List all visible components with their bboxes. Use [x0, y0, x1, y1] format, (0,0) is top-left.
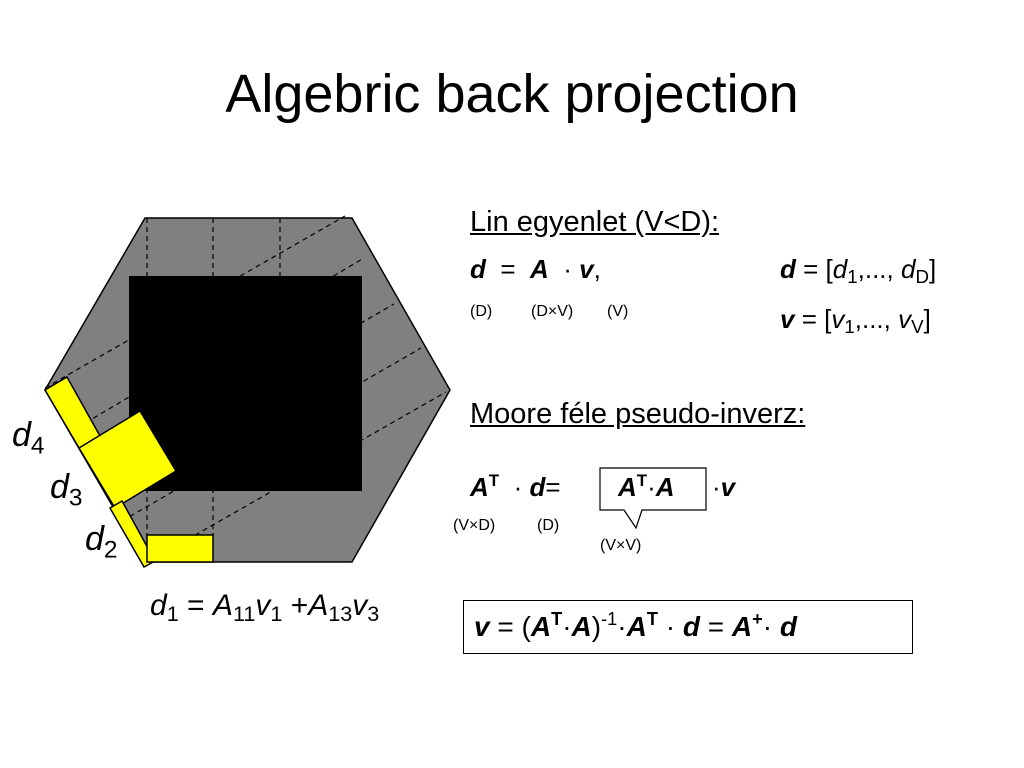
moore-equation-left: AT · d= [470, 470, 561, 502]
moore-dim-left: (V×D) [453, 517, 496, 534]
lin-dim-d: (D) [470, 303, 493, 320]
moore-dim-mid: (D) [537, 517, 560, 534]
lin-equation: d = A · v, [470, 254, 601, 284]
moore-equation-right: ·v [712, 472, 736, 502]
result-equation: v = (AT·A)-1·AT · d = A+· d [474, 609, 797, 642]
object-square [129, 276, 362, 491]
callout-content: AT·A [618, 470, 675, 502]
detector-cell-d3 [77, 409, 178, 510]
detector-cell-d1 [146, 534, 214, 563]
slide-title: Algebric back projection [225, 64, 799, 124]
lin-heading: Lin egyenlet (V<D): [470, 206, 720, 238]
diagonal-ray-2 [69, 257, 365, 433]
result-box [463, 600, 913, 654]
callout-box [599, 467, 707, 530]
lin-dim-v: (V) [607, 303, 629, 320]
detector-label-d4: d4 [12, 416, 45, 460]
lin-dim-A: (D×V) [531, 303, 574, 320]
definition-d: d = [d1,..., dD] [780, 254, 937, 288]
detector-label-d3: d3 [50, 468, 83, 512]
detector-label-d2: d2 [85, 520, 118, 564]
definition-v: v = [v1,..., vV] [780, 304, 931, 338]
moore-heading: Moore féle pseudo-inverz: [470, 398, 806, 430]
projection-equation: d1 = A11v1 +A13v3 [150, 589, 380, 627]
callout-dim: (V×V) [600, 537, 642, 554]
detector-cells [43, 375, 214, 569]
